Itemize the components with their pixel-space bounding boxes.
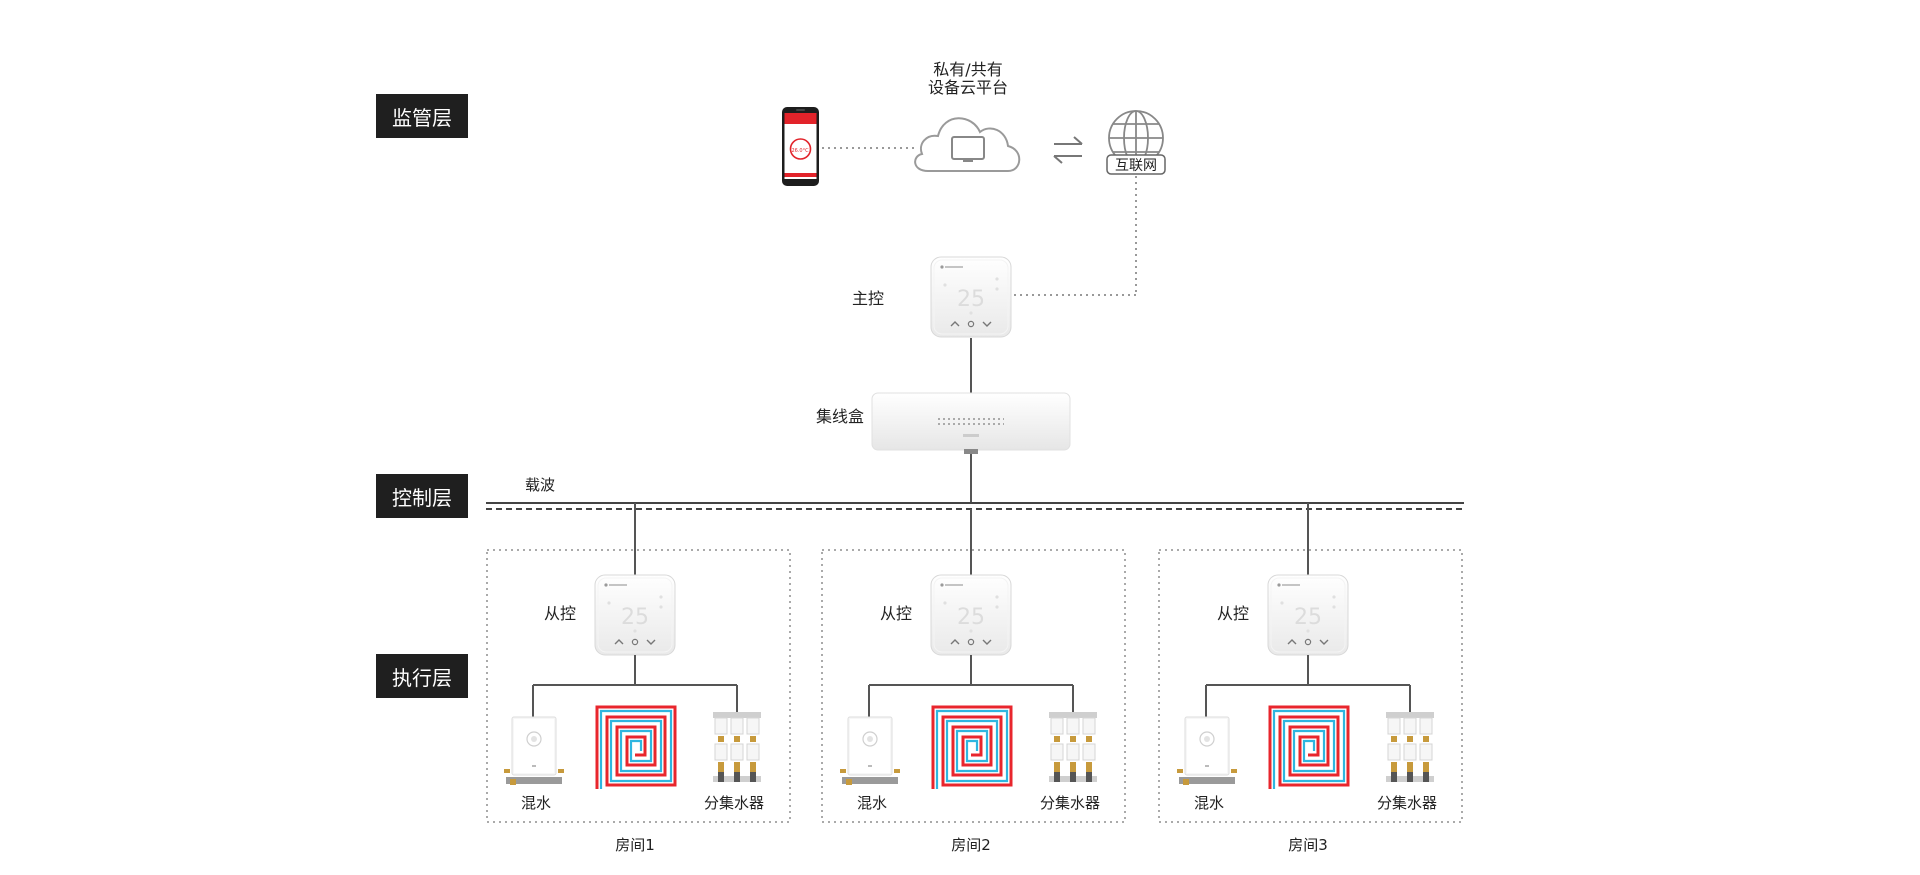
cloud-platform-icon xyxy=(914,117,1021,172)
cloud-label-line1: 私有/共有 xyxy=(933,60,1002,79)
room-3-slave-label: 从控 xyxy=(1217,604,1249,623)
room-3-manifold-icon xyxy=(1385,711,1435,783)
room-1-group: 25 从控 混水 分集水器 房间1 xyxy=(486,503,791,854)
room-3-coil-icon xyxy=(1268,705,1350,791)
master-label: 主控 xyxy=(852,289,884,308)
room-2-slave-label: 从控 xyxy=(880,604,912,623)
wireless-links xyxy=(822,147,1137,296)
layer-badge-control: 控制层 xyxy=(376,474,468,518)
internet-badge xyxy=(1106,154,1166,175)
room-3-mixer-label: 混水 xyxy=(1194,794,1224,812)
room-1-manifold-icon xyxy=(712,711,762,783)
room-2-group: 25 从控 混水 分集水器 房间2 xyxy=(821,509,1126,854)
internet-label: 互联网 xyxy=(1115,158,1157,174)
layer-badge-execute: 执行层 xyxy=(376,654,468,698)
master-thermostat: 25 xyxy=(930,256,1012,338)
room-2-manifold-label: 分集水器 xyxy=(1040,794,1100,812)
exchange-arrows-icon xyxy=(1053,136,1083,164)
hub-label: 集线盒 xyxy=(816,407,864,426)
carrier-label: 载波 xyxy=(525,476,555,494)
room-3-mixer-icon xyxy=(1176,716,1238,786)
room-2-coil-icon xyxy=(931,705,1013,791)
room-3-name: 房间3 xyxy=(1288,836,1328,854)
cloud-label-line2: 设备云平台 xyxy=(928,78,1008,97)
mobile-phone-icon xyxy=(782,107,819,186)
layer-badge-monitor: 监管层 xyxy=(376,94,468,138)
room-2-display: 25 xyxy=(957,605,985,630)
room-1-coil-icon xyxy=(595,705,677,791)
room-3-frame xyxy=(1158,549,1463,823)
room-3-manifold-label: 分集水器 xyxy=(1377,794,1437,812)
room-1-manifold-label: 分集水器 xyxy=(704,794,764,812)
junction-box xyxy=(871,392,1071,454)
room-1-slave-label: 从控 xyxy=(544,604,576,623)
room-1-mixer-label: 混水 xyxy=(521,794,551,812)
room-2-mixer-icon xyxy=(839,716,901,786)
room-3-group: 25 从控 混水 分集水器 房间3 xyxy=(1158,503,1463,854)
room-2-frame xyxy=(821,549,1126,823)
room-1-mixer-icon xyxy=(503,716,565,786)
room-1-frame xyxy=(486,549,791,823)
room-2-name: 房间2 xyxy=(951,836,991,854)
phone-temp-readout: 26.0°C xyxy=(791,148,809,154)
room-2-manifold-icon xyxy=(1048,711,1098,783)
room-1-name: 房间1 xyxy=(615,836,655,854)
room-2-mixer-label: 混水 xyxy=(857,794,887,812)
room-1-display: 25 xyxy=(621,605,649,630)
master-display: 25 xyxy=(957,287,985,312)
room-3-display: 25 xyxy=(1294,605,1322,630)
